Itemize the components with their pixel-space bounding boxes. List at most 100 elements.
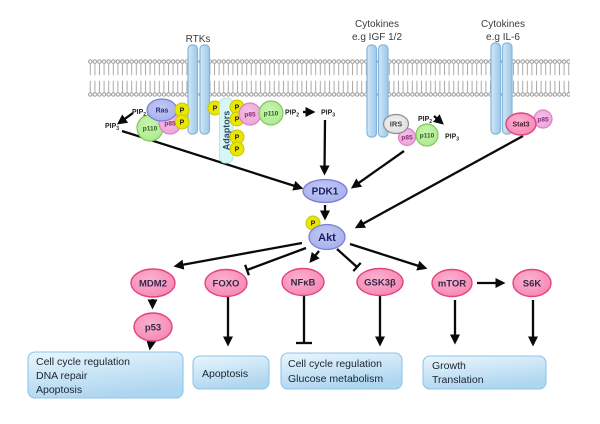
arrow-irs-pdk1 [350,150,405,189]
irs-ellipse [382,113,410,135]
phospho-circle [174,114,190,130]
arrow-pip2-pip3-left [116,112,134,125]
p53-label: p53 [145,323,161,334]
pip3-base: PIP [445,134,457,141]
p53-ellipse [133,312,173,342]
irs-label: IRS [390,120,403,129]
p110-label: p110 [143,126,158,133]
pip3-label-igf: PIP3 [445,134,459,143]
p110-label: p110 [264,111,279,118]
p85-label: p85 [244,112,256,119]
adaptors-box [218,97,234,164]
stat3-label: Stat3 [512,122,529,129]
foxo-label: FOXO [213,279,240,290]
inhibit-akt-gsk3b-line [336,248,358,268]
il6-bar-left [490,42,502,135]
irs-complex: IRS p85 p110 [382,113,439,147]
outcome-box-4-line1: Growth [432,360,466,372]
phospho-label: P [311,221,316,228]
outcome-box-4-line2: Translation [432,374,484,386]
rtk-pi3k-complex: Ras p110 p85 P P [136,98,190,142]
phospho-label: P [235,117,240,124]
outcome-box-1-line1: Cell cycle regulation [36,356,130,368]
il6-receptor: Cytokines e.g IL-6 [481,19,525,135]
adaptors-complex: P Adaptors P P P P p85 p110 [207,97,284,164]
igf-bar-left [366,44,378,138]
pip2-label-center: PIP2 [285,110,299,119]
outcome-box-2-line1: Apoptosis [202,368,248,380]
gsk3b-ellipse [356,267,404,297]
pip3-base: PIP [105,123,117,130]
inhibit-akt-gsk3b-cap [352,262,362,272]
igf-label-line2: e.g IGF 1/2 [352,32,402,43]
pip2-sub: 2 [296,113,299,119]
foxo-ellipse [204,268,248,298]
outcome-box-1-line2: DNA repair [36,370,88,382]
arrow-pip3-center-pdk1 [319,119,330,176]
ras-label: Ras [156,108,169,115]
p85-label: p85 [164,121,176,128]
downstream-nodes: MDM2 FOXO NFκB GSK3β mTOR S6K p53 [130,267,552,342]
phospho-label: P [180,120,185,127]
inhibit-akt-foxo-cap [244,264,250,276]
nfkb-label: NFκB [291,278,316,289]
rtk-bar-left [187,44,199,135]
pip3-label-center: PIP3 [321,110,335,119]
il6-label-line1: Cytokines [481,19,525,30]
p110-mid-circle [258,100,284,126]
phospho-label: P [180,108,185,115]
phospho-label: P [213,106,218,113]
outcome-box-1-line3: Apoptosis [36,384,82,396]
pip2-base: PIP [418,116,430,123]
rtk-bar-right [199,44,211,135]
p85-label: p85 [401,135,413,142]
outcome-box-2 [192,355,270,390]
p110-igf-circle [415,123,439,147]
pip2-sub: 2 [429,119,432,125]
nfkb-ellipse [281,267,325,297]
mdm2-label: MDM2 [139,279,167,290]
pip3-label-left: PIP3 [105,123,119,132]
outcome-box-1 [27,351,184,399]
igf-label-line1: Cytokines [355,19,399,30]
arrow-p53-box1 [146,339,157,351]
stat3-complex: Stat3 p85 [505,109,553,136]
akt-ellipse [308,223,346,251]
il6-label-line2: e.g IL-6 [486,32,520,43]
pdk1-label: PDK1 [312,187,339,198]
cell-membrane [88,59,570,97]
igf-bar-right [377,44,389,138]
pip2-sub: 2 [143,112,146,118]
adaptors-label: Adaptors [222,111,232,151]
pip2-label-left: PIP2 [132,109,146,118]
phospho-circle [229,141,245,157]
p110-label: p110 [420,133,435,140]
outcome-box-3-line1: Cell cycle regulation [288,358,382,370]
s6k-ellipse [512,268,552,298]
mtor-label: mTOR [438,279,466,290]
s6k-label: S6K [523,279,542,290]
pip3-sub: 3 [116,126,119,132]
arrow-pip2-pip3-igf [432,114,444,125]
il6-bar-right [501,42,513,135]
arrow-stat3-akt [354,134,524,229]
mtor-ellipse [431,268,473,298]
inhibit-akt-foxo-line [246,246,307,272]
mdm2-ellipse [130,268,176,298]
phospho-label: P [235,147,240,154]
rtk-label: RTKs [186,34,211,45]
igf-receptor: Cytokines e.g IGF 1/2 [352,19,402,138]
pip3-sub: 3 [332,113,335,119]
rtk-receptor: RTKs [186,34,211,135]
phospho-label: P [235,105,240,112]
outcome-boxes: Cell cycle regulation DNA repair Apoptos… [27,351,547,399]
akt-label: Akt [318,232,336,244]
p85-label: p85 [537,117,549,124]
outcome-box-3-line2: Glucose metabolism [288,373,383,385]
outcome-box-3 [280,352,403,390]
gsk3b-label: GSK3β [364,278,396,289]
arrow-akt-mdm2 [173,241,303,270]
pip2-base: PIP [132,109,144,116]
